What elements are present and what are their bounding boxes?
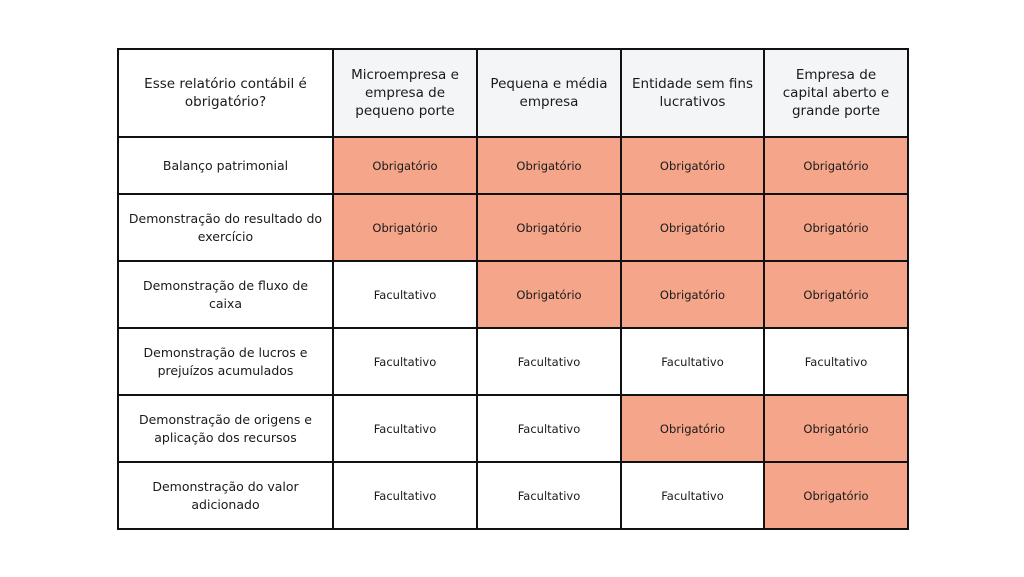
table-row: Demonstração de lucros e prejuízos acumu… [117, 327, 909, 396]
status-cell-nonprofit: Obrigatório [620, 394, 765, 463]
column-header-small-medium: Pequena e média empresa [476, 48, 622, 138]
column-header-micro: Microempresa e empresa de pequeno porte [332, 48, 478, 138]
status-cell-micro: Facultativo [332, 327, 478, 396]
row-label: Demonstração de lucros e prejuízos acumu… [117, 327, 334, 396]
status-cell-nonprofit: Facultativo [620, 461, 765, 530]
status-cell-large: Facultativo [763, 327, 909, 396]
status-cell-micro: Facultativo [332, 394, 478, 463]
status-cell-small-medium: Facultativo [476, 461, 622, 530]
status-cell-small-medium: Obrigatório [476, 193, 622, 262]
row-label: Demonstração de fluxo de caixa [117, 260, 334, 329]
status-cell-nonprofit: Obrigatório [620, 260, 765, 329]
status-cell-large: Obrigatório [763, 193, 909, 262]
status-cell-small-medium: Obrigatório [476, 136, 622, 195]
column-header-nonprofit: Entidade sem fins lucrativos [620, 48, 765, 138]
status-cell-small-medium: Facultativo [476, 327, 622, 396]
status-cell-small-medium: Facultativo [476, 394, 622, 463]
status-cell-nonprofit: Facultativo [620, 327, 765, 396]
status-cell-micro: Facultativo [332, 461, 478, 530]
status-cell-micro: Facultativo [332, 260, 478, 329]
status-cell-nonprofit: Obrigatório [620, 136, 765, 195]
row-label: Demonstração do valor adicionado [117, 461, 334, 530]
header-row: Esse relatório contábil é obrigatório? M… [117, 48, 909, 138]
status-cell-large: Obrigatório [763, 461, 909, 530]
status-cell-large: Obrigatório [763, 136, 909, 195]
row-label: Demonstração de origens e aplicação dos … [117, 394, 334, 463]
status-cell-small-medium: Obrigatório [476, 260, 622, 329]
status-cell-nonprofit: Obrigatório [620, 193, 765, 262]
table-row: Demonstração de origens e aplicação dos … [117, 394, 909, 463]
row-label: Demonstração do resultado do exercício [117, 193, 334, 262]
reports-requirement-table: Esse relatório contábil é obrigatório? M… [117, 48, 909, 530]
status-cell-large: Obrigatório [763, 394, 909, 463]
row-label: Balanço patrimonial [117, 136, 334, 195]
column-header-large: Empresa de capital aberto e grande porte [763, 48, 909, 138]
status-cell-micro: Obrigatório [332, 193, 478, 262]
status-cell-large: Obrigatório [763, 260, 909, 329]
status-cell-micro: Obrigatório [332, 136, 478, 195]
corner-header: Esse relatório contábil é obrigatório? [117, 48, 334, 138]
